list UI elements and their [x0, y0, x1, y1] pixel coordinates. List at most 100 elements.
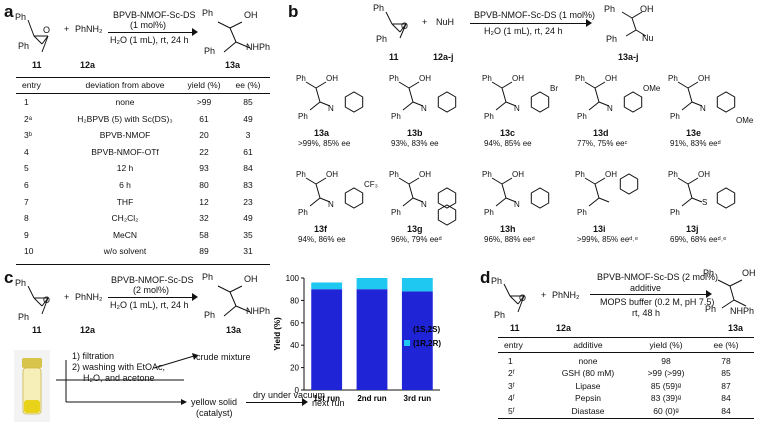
- table-cell: 10: [24, 246, 34, 257]
- table-cell: MeCN: [112, 229, 138, 240]
- y-tick-label: 0: [295, 386, 300, 395]
- compound-label-12a-j: 12a-j: [433, 52, 454, 62]
- ph-label: Ph: [703, 268, 715, 278]
- ph-label: Ph: [705, 304, 717, 314]
- product-bonds: [305, 81, 364, 113]
- table-cell: 83: [243, 180, 253, 190]
- catalyst-label: (catalyst): [196, 408, 233, 418]
- table-cell: 12: [199, 196, 209, 207]
- ph-label: Ph: [482, 170, 492, 179]
- table-cell: 60 (0)ᵍ: [653, 405, 679, 416]
- substituent-label: CF₃: [364, 180, 378, 189]
- reaction-arrow: [108, 32, 196, 33]
- aryl-ring: [619, 173, 639, 195]
- product-bonds: [398, 81, 457, 113]
- plus-sign: +: [422, 17, 428, 27]
- table-header: ee (%): [713, 340, 739, 350]
- product-bonds: [398, 177, 457, 226]
- ph-label: Ph: [204, 310, 216, 320]
- reaction-arrow: [590, 294, 710, 295]
- table-cell: GSH (80 mM): [561, 368, 615, 379]
- vial-photo: [14, 350, 50, 422]
- ph-label: Ph: [577, 112, 587, 121]
- aryl-ring: [437, 91, 457, 113]
- plus-sign: +: [64, 24, 70, 34]
- aryl-ring: [530, 187, 550, 209]
- product-result: 96%, 79% eeᵈ: [391, 235, 442, 244]
- product-label: 13h: [500, 224, 516, 234]
- workup-arrows: [56, 360, 187, 405]
- reaction-arrow: [470, 23, 590, 24]
- bar-1S2S: [311, 289, 343, 390]
- product-result: 94%, 85% ee: [484, 139, 532, 148]
- yellow-solid-label: yellow solid: [191, 397, 238, 407]
- ph-label: Ph: [202, 272, 214, 282]
- ph-label: Ph: [298, 112, 308, 121]
- next-run-label: next run: [312, 398, 345, 408]
- table-cell: 85: [243, 97, 253, 107]
- substituent-label: OMe: [643, 84, 661, 93]
- ph-label: Ph: [15, 278, 27, 288]
- compound-label-11: 11: [32, 325, 42, 335]
- oh-label: OH: [512, 170, 524, 179]
- table-cell: 5: [24, 163, 29, 174]
- y-tick-label: 40: [290, 341, 299, 350]
- ph-label: Ph: [668, 74, 678, 83]
- table-cell: 98: [661, 356, 671, 366]
- table-cell: 6: [24, 180, 29, 190]
- oh-label: OH: [244, 10, 258, 20]
- product-bonds: [305, 177, 364, 209]
- product-bonds: [677, 177, 736, 209]
- condition-additive: additive: [630, 283, 662, 293]
- oh-label: OH: [698, 74, 710, 83]
- compound-label-12a: 12a: [556, 323, 572, 333]
- table-cell: 6 h: [119, 180, 131, 190]
- product-result: 93%, 83% ee: [391, 139, 439, 148]
- bar-1S2S: [356, 289, 388, 390]
- arrow-to-next-run: [246, 402, 306, 403]
- table-cell: 80: [199, 180, 209, 190]
- table-header: yield (%): [649, 340, 683, 350]
- condition-catalyst: BPVB-NMOF-Sc-DS: [111, 275, 194, 285]
- table-cell: 32: [199, 213, 209, 224]
- table-cell: CH₂Cl₂: [111, 213, 139, 224]
- condition-time: rt, 48 h: [632, 308, 661, 318]
- ph-label: Ph: [18, 312, 30, 322]
- product-label: 13a: [314, 128, 330, 138]
- ph-label: Ph: [389, 74, 399, 83]
- plus-sign: +: [541, 290, 547, 300]
- y-tick-label: 60: [290, 319, 299, 328]
- nhph-label: NHPh: [246, 306, 271, 316]
- arrow-head: [706, 290, 712, 298]
- aryl-ring: [437, 187, 457, 209]
- n-label: N: [328, 200, 334, 209]
- n-label: N: [607, 104, 613, 113]
- condition-solvent: H₂O (1 mL), rt, 24 h: [110, 35, 189, 45]
- table-header: entry: [22, 80, 41, 90]
- o-label: O: [401, 21, 409, 31]
- ph-label: Ph: [491, 276, 503, 286]
- ph-label: Ph: [575, 74, 585, 83]
- oh-label: OH: [326, 170, 338, 179]
- table-cell: 3: [245, 130, 251, 141]
- o-label: O: [43, 295, 51, 305]
- oh-label: OH: [605, 170, 617, 179]
- reagent-nucleophile: NuH: [436, 17, 455, 27]
- compound-label-11: 11: [510, 323, 520, 333]
- reagent-amine: PhNH₂: [552, 290, 580, 300]
- ph-label: Ph: [668, 170, 678, 179]
- ph-label: Ph: [202, 8, 214, 18]
- arrow-head: [192, 28, 198, 36]
- y-tick-label: 20: [290, 364, 299, 373]
- legend-swatch: [404, 340, 410, 346]
- substituent-label: OMe: [736, 116, 754, 125]
- table-cell: 85: [721, 368, 731, 379]
- ph-label: Ph: [484, 112, 494, 121]
- ph-label: Ph: [373, 3, 385, 13]
- product-label: 13b: [407, 128, 423, 138]
- product-result: 69%, 68% eeᵈ˒ᵉ: [670, 235, 727, 244]
- ph-label: Ph: [604, 4, 616, 14]
- aryl-ring: [344, 187, 364, 209]
- product-label: 13c: [500, 128, 516, 138]
